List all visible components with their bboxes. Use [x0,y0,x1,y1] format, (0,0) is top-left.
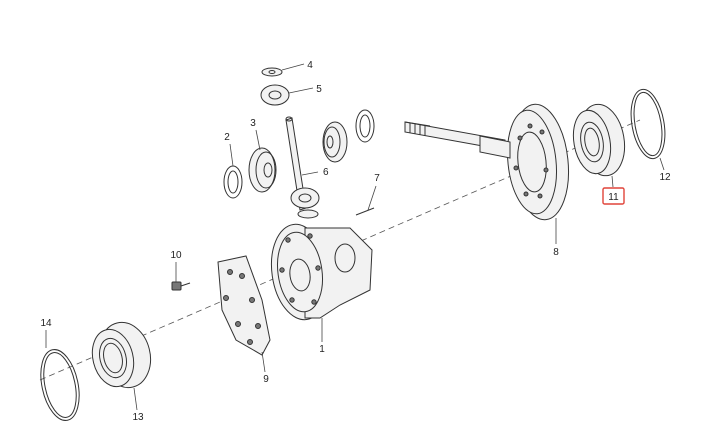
part-bearing-13[interactable] [87,317,158,393]
part-bearing-11[interactable] [569,101,630,180]
part-side-gear-right[interactable] [322,121,348,163]
part-spider-gear-lower[interactable] [290,187,320,219]
callout-7: 7 [374,173,380,184]
part-thrust-washer-2[interactable] [223,165,243,199]
part-spider-gear-5[interactable] [260,84,290,106]
part-snap-ring-14[interactable] [35,346,85,424]
part-differential-housing-1[interactable] [266,221,373,324]
part-washer-4[interactable] [261,67,283,77]
callout-2: 2 [224,132,230,143]
part-thrust-washer-right[interactable] [355,109,375,143]
part-side-gear-3[interactable] [248,147,277,193]
part-ring-gear-8[interactable] [503,101,574,222]
highlight-box [602,187,625,205]
callout-labels: 1 2 3 4 5 6 7 8 9 10 12 13 14 [40,60,671,423]
callout-11-highlighted[interactable]: 11 [602,187,625,205]
callout-10: 10 [170,250,182,261]
callout-5: 5 [316,84,322,95]
leader-lines [45,63,665,411]
part-pin-7[interactable] [355,207,375,216]
callout-6: 6 [323,167,329,178]
callout-14: 14 [40,318,52,329]
callout-3: 3 [250,118,256,129]
part-gasket-9[interactable] [217,255,271,356]
part-bolt-10[interactable] [171,281,191,291]
callout-9: 9 [263,374,269,385]
part-snap-ring-12[interactable] [626,87,670,161]
part-axle-shaft[interactable] [404,121,511,159]
callout-11: 11 [608,192,619,203]
callout-8: 8 [553,247,559,258]
callout-13: 13 [132,412,144,423]
callout-12: 12 [659,172,671,183]
callout-1: 1 [319,344,325,355]
callout-4: 4 [307,60,313,71]
